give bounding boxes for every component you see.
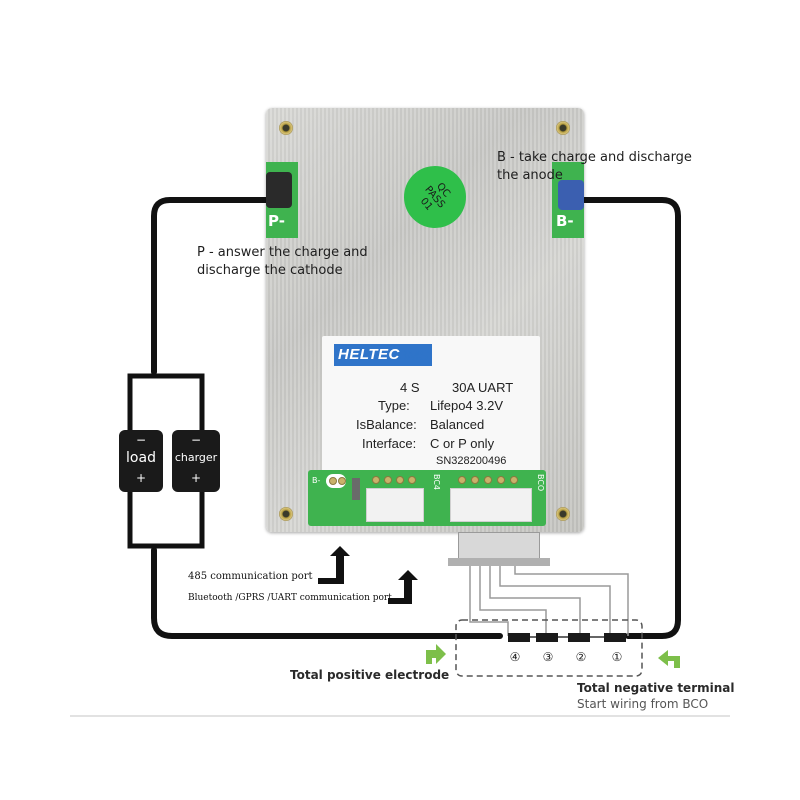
load-module: − load +: [119, 430, 163, 492]
pin: [384, 476, 392, 484]
cell-box: [455, 619, 643, 677]
load-minus: −: [135, 433, 147, 447]
balance-wires: [469, 566, 629, 636]
silk-bc4: BC4: [432, 474, 441, 491]
pin: [497, 476, 505, 484]
arrow-485-port: [318, 546, 350, 584]
cell-number-4: ④: [509, 650, 521, 664]
label-series: 4 S: [400, 380, 420, 395]
cell-number-2: ②: [575, 650, 587, 664]
pin: [458, 476, 466, 484]
b-note-line1: B - take charge and discharge: [497, 150, 692, 165]
label-type-key: Type:: [378, 398, 410, 413]
charger-label: charger: [174, 451, 218, 464]
screw-bottom-right: [556, 507, 570, 521]
screw-bottom-left: [279, 507, 293, 521]
silk-b-minus: B-: [312, 476, 321, 485]
pin: [471, 476, 479, 484]
label-serial: SN328200496: [436, 455, 507, 467]
p-note-line1: P - answer the charge and: [197, 245, 368, 260]
cell-pads: [508, 633, 626, 642]
arrow-total-negative: [658, 650, 680, 668]
main-cable-lower-left: [151, 547, 503, 639]
port-485-note: 485 communication port: [188, 571, 313, 582]
logo-suffix: BMS: [398, 347, 429, 363]
pin: [329, 477, 337, 485]
load-plus: +: [135, 471, 147, 485]
total-negative-label: Total negative terminal: [577, 681, 735, 695]
cable-clip: [352, 478, 360, 500]
balance-plug: [458, 532, 540, 562]
total-positive-label: Total positive electrode: [290, 668, 450, 682]
port-485-connector[interactable]: [366, 488, 424, 522]
start-wiring-note: Start wiring from BCO: [577, 697, 709, 711]
arrow-bt-port: [388, 570, 418, 604]
b-terminal-label: B-: [556, 212, 574, 230]
balance-connector[interactable]: [450, 488, 532, 522]
arrow-total-positive: [426, 644, 446, 664]
screw-top-left: [279, 121, 293, 135]
main-cable: [151, 197, 275, 375]
b-terminal-bolt: [558, 180, 584, 210]
p-terminal-note: P - answer the charge and discharge the …: [197, 244, 368, 280]
label-balance-key: IsBalance:: [356, 417, 417, 432]
pin: [484, 476, 492, 484]
label-rating: 30A UART: [452, 380, 514, 395]
pin: [396, 476, 404, 484]
pin: [338, 477, 346, 485]
load-label: load: [126, 450, 156, 466]
heltec-logo: HELTEC: [334, 344, 432, 366]
screw-top-right: [556, 121, 570, 135]
p-terminal-label: P-: [268, 212, 285, 230]
pin: [510, 476, 518, 484]
label-interface-key: Interface:: [362, 436, 417, 451]
plug-base: [448, 558, 550, 566]
p-terminal-bolt: [266, 172, 292, 208]
pin: [408, 476, 416, 484]
charger-module: − charger +: [172, 430, 220, 492]
port-bt-note: Bluetooth /GPRS /UART communication port: [188, 593, 392, 603]
label-type-value: Lifepo4 3.2V: [430, 398, 504, 413]
cell-number-3: ③: [542, 650, 554, 664]
main-cable-right: [575, 197, 681, 639]
label-balance-value: Balanced: [430, 417, 485, 432]
charger-plus: +: [190, 471, 202, 485]
cell-number-1: ①: [611, 650, 623, 664]
silk-bco: BCO: [536, 474, 545, 492]
b-terminal-note: B - take charge and discharge the anode: [497, 149, 692, 185]
charger-minus: −: [190, 433, 202, 447]
pin: [372, 476, 380, 484]
label-interface-value: C or P only: [430, 436, 495, 451]
p-note-line2: discharge the cathode: [197, 263, 343, 278]
b-note-line2: the anode: [497, 168, 563, 183]
